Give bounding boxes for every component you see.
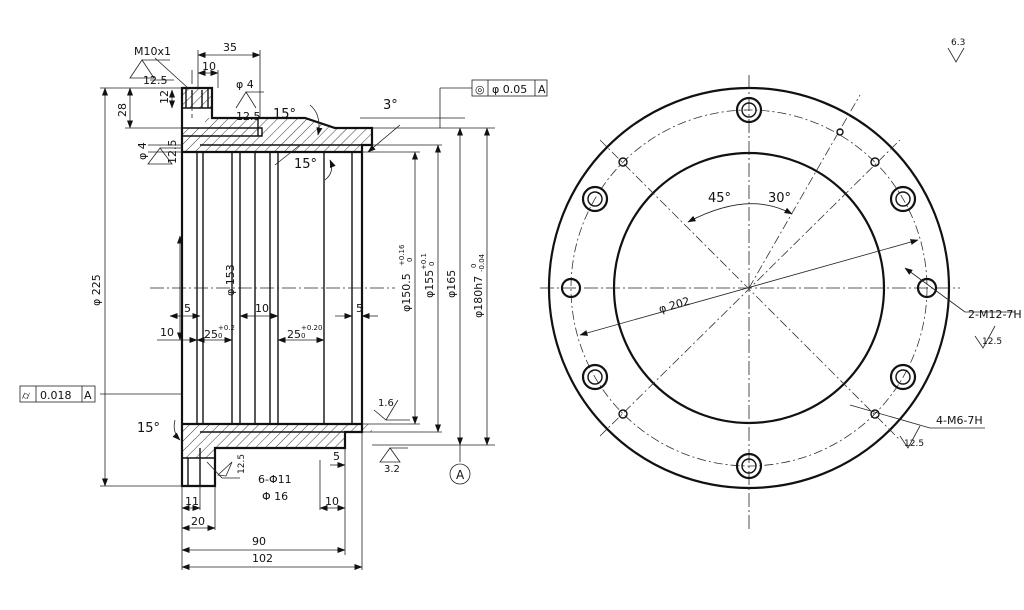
angle-15-a: 15°: [273, 107, 296, 122]
dia-155: φ155: [423, 270, 436, 298]
coaxiality-value: φ 0.05: [492, 83, 527, 96]
dim-25-b-tol-lower: 0: [301, 332, 305, 340]
dia-155-tol-lower: 0: [428, 262, 436, 266]
dim-25-b-tol-upper: +0.20: [301, 324, 322, 332]
dim-25-a-tol-upper: +0.2: [218, 324, 235, 332]
dim-10-top: 10: [202, 60, 216, 73]
counterbore-holes: [581, 96, 917, 480]
datum-a-circle: [449, 463, 471, 485]
flatness-value: 0.018: [40, 389, 72, 402]
dim-25-a-tol-lower: 0: [218, 332, 222, 340]
flatness-symbol: ⌭: [22, 389, 30, 402]
roughness-4-top: 12.5: [236, 110, 261, 123]
dim-5-b: 5: [356, 302, 363, 315]
dim-10-mid: 10: [255, 302, 269, 315]
section-hatch-top: [182, 118, 372, 152]
roughness-m12-label: 12.5: [982, 337, 1002, 347]
dia-180: φ180h7: [472, 276, 485, 318]
dia-180-tol-upper: 0: [470, 264, 478, 268]
dia-4-top: φ 4: [236, 78, 254, 91]
thread-label-top: M10x1: [134, 45, 171, 58]
roughness-general-label: 6.3: [951, 38, 965, 48]
dia-202-line: [579, 239, 919, 336]
section-hatch-flange: [182, 88, 212, 108]
bottom-counterbore: [182, 448, 215, 486]
dia-150: φ150.5: [400, 273, 413, 312]
thread-m12-label: 2-M12-7H: [968, 308, 1022, 321]
dim-11: 11: [185, 495, 199, 508]
angle-arc: [687, 203, 793, 223]
roughness-label-16: 1.6: [378, 398, 394, 409]
diagonal-line-1: [599, 139, 901, 441]
roughness-label-32: 3.2: [384, 464, 400, 475]
roughness-symbol-32: [379, 447, 408, 463]
angle-45: 45°: [708, 191, 731, 206]
thread-m6-label: 4-M6-7H: [936, 414, 983, 427]
dia-4-left: φ 4: [136, 142, 149, 160]
dia-180-tol-lower: -0.04: [478, 253, 486, 272]
dim-5-a: 5: [184, 302, 191, 315]
roughness-symbol-16: [373, 399, 410, 421]
coaxiality-datum: A: [538, 83, 546, 96]
dim-10-left: 10: [160, 326, 174, 339]
roughness-symbol-general: [947, 47, 965, 63]
dia-165: φ165: [445, 270, 458, 298]
dia-155-tol-upper: +0.1: [420, 253, 428, 270]
dia-202-label: φ 202: [657, 295, 691, 316]
dim-10-bottom: 10: [325, 495, 339, 508]
roughness-label-top: 12.5: [143, 74, 168, 87]
dia-150-tol-upper: +0.16: [398, 244, 406, 266]
dim-25-b: 25: [287, 328, 301, 341]
roughness-symbol-top: [129, 59, 170, 79]
dim-28: 28: [116, 103, 129, 117]
roughness-symbol-m6: [899, 425, 921, 449]
coaxiality-frame: [471, 79, 548, 97]
dia-16-label: Φ 16: [262, 490, 288, 503]
dim-20: 20: [191, 515, 205, 528]
dim-25-a: 25: [204, 328, 218, 341]
angle-30: 30°: [768, 191, 791, 206]
angle-15-c: 15°: [137, 421, 160, 436]
dia-153: φ 153: [224, 264, 237, 296]
roughness-m6-label: 12.5: [904, 439, 924, 449]
roughness-symbol-m12: [974, 325, 996, 349]
roughness-symbol-bottom: [217, 461, 233, 477]
dim-102: 102: [252, 552, 273, 565]
oil-port-top: [182, 127, 263, 137]
dim-35: 35: [223, 41, 237, 54]
front-view: 6.3 45° 30° φ 202 2-M12-7H 12.5 4-M6-7H …: [540, 38, 1022, 530]
roughness-4-left: 12.5: [166, 140, 179, 165]
section-hatch-bottom: [182, 424, 372, 458]
flatness-frame: [19, 385, 96, 403]
datum-a-label: A: [456, 468, 465, 482]
dia-225: φ 225: [90, 274, 103, 306]
flatness-datum: A: [84, 389, 92, 402]
dim-5-bottom: 5: [333, 450, 340, 463]
m6-holes: [618, 128, 880, 419]
roughness-label-bottom: 12.5: [237, 454, 247, 474]
angle-15-b: 15°: [294, 157, 317, 172]
angle-3: 3°: [383, 98, 398, 113]
roughness-symbol-4: [235, 91, 264, 109]
dim-12: 12: [158, 90, 171, 104]
dim-90: 90: [252, 535, 266, 548]
roughness-symbol-left: [147, 147, 182, 165]
holes-6-label: 6-Φ11: [258, 473, 292, 486]
top-thread-hole: [185, 88, 209, 108]
section-view: M10x1 12.5 35 10 12 28 φ 4 12.5 φ 4 12.5…: [19, 41, 548, 570]
coaxiality-symbol: ◎: [475, 83, 485, 96]
dia-150-tol-lower: 0: [406, 258, 414, 262]
